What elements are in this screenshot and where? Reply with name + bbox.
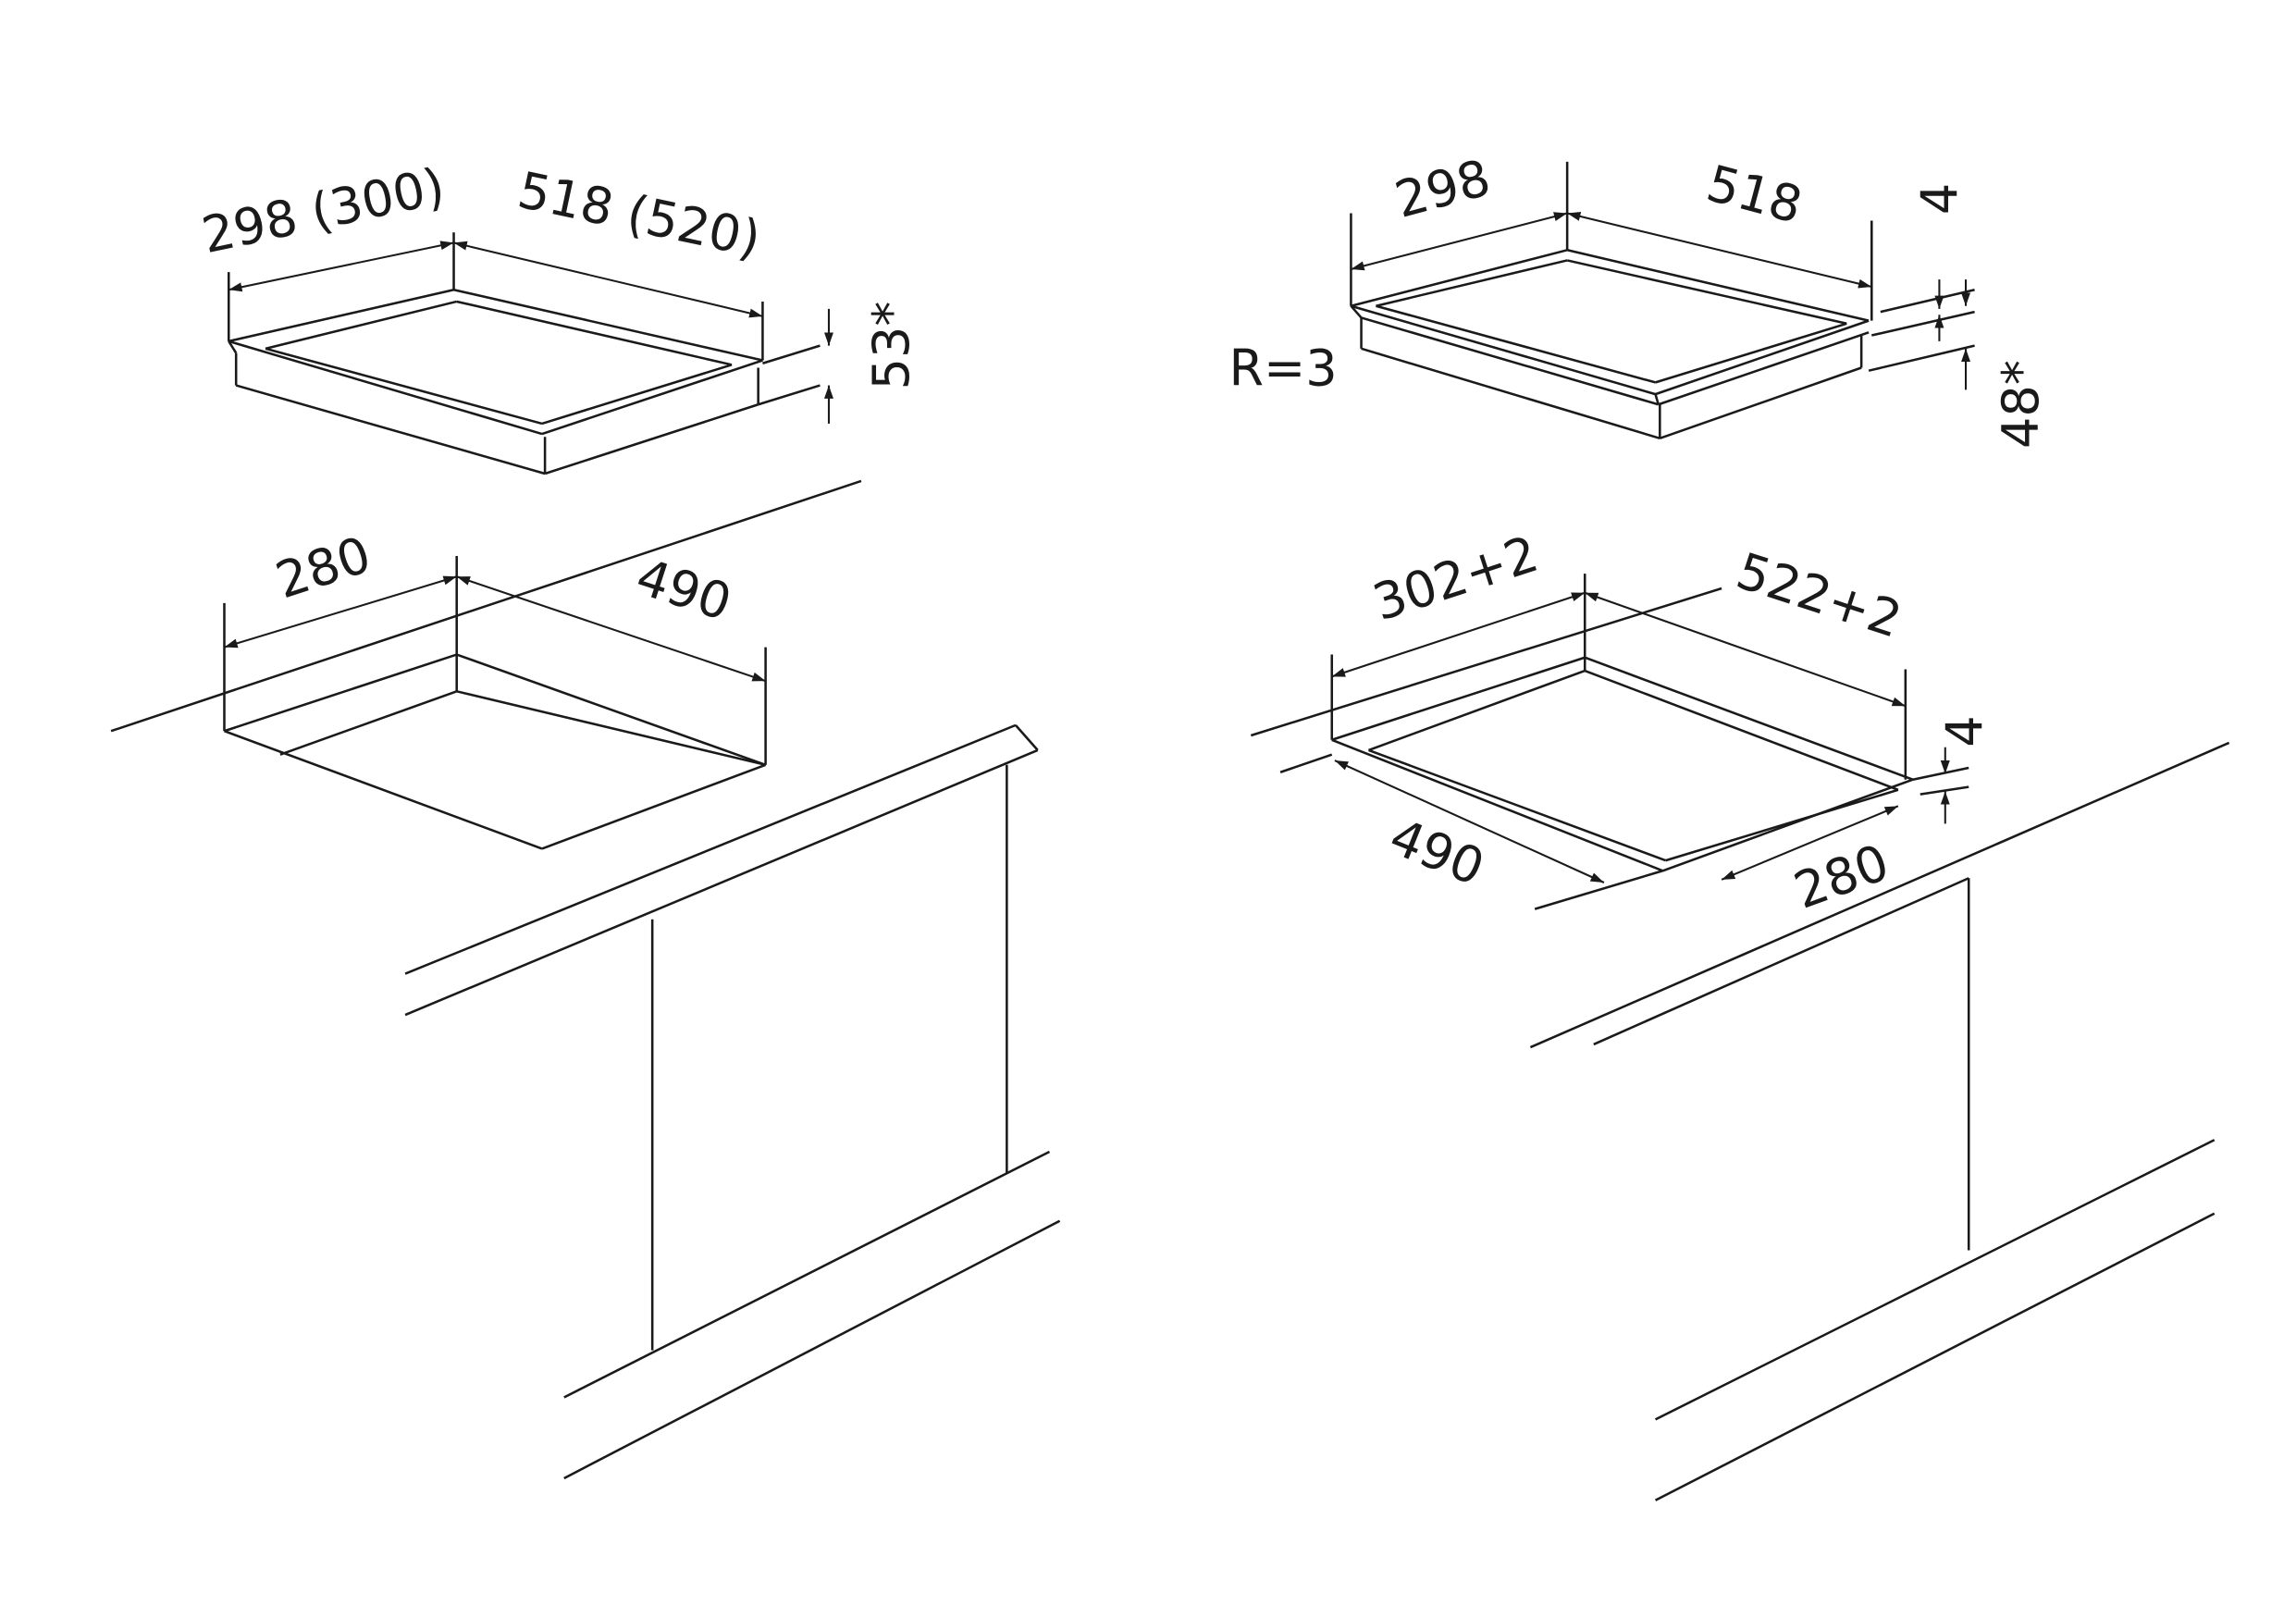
extension-line (1870, 310, 1975, 337)
label-left-hob-width: 298 (300) (197, 156, 450, 265)
label-right-body-height: 48* (1992, 360, 2050, 449)
hob-frame (1655, 319, 1870, 396)
cutout-depth (456, 690, 766, 767)
hob-frame-edge (1350, 304, 1363, 319)
hob-glass (1376, 304, 1656, 384)
extension-line (758, 384, 821, 406)
label-left-cutout-depth: 490 (629, 548, 738, 633)
dimension-arrow (456, 575, 766, 683)
hob-frame (1566, 249, 1870, 322)
extension-line (762, 344, 821, 364)
extension-line (1534, 870, 1663, 910)
label-right-cutout-depth: 522+2 (1730, 541, 1908, 648)
extension-line (1279, 753, 1333, 773)
label-right-frame-thickness: 4 (1911, 183, 1969, 215)
cutout-rebate (1368, 669, 1586, 752)
cabinet-line (404, 723, 1017, 975)
hob-top-outline (228, 288, 454, 343)
label-right-corner-radius: R=3 (1228, 340, 1337, 398)
cutout-outline (541, 763, 767, 850)
dimension-arrow (224, 575, 458, 648)
extension-line (1868, 344, 1975, 372)
cabinet-line (1654, 1212, 2216, 1501)
dimension-arrow (453, 241, 763, 318)
hob-top-outline (453, 288, 763, 362)
hob-frame (1351, 304, 1656, 396)
cutout-outline (456, 653, 767, 766)
label-right-hob-depth: 518 (1701, 154, 1808, 235)
cutout-outline (1331, 738, 1663, 872)
cabinet-line (563, 1219, 1061, 1480)
cutout-outline (224, 653, 458, 733)
dimension-arrow (1351, 212, 1568, 271)
hob-top-outline (228, 340, 543, 436)
hob-glass (265, 347, 543, 426)
cutout-depth (279, 690, 458, 756)
dimension-arrow (1334, 760, 1605, 883)
label-left-hob-depth: 518 (520) (513, 161, 766, 269)
cutout-outline (1584, 656, 1914, 781)
cabinet-line (1529, 741, 2230, 1049)
drawing-lines (110, 161, 2230, 1501)
hob-body (235, 384, 546, 476)
hob-glass (541, 364, 733, 426)
hob-frame (1351, 249, 1568, 307)
cabinet-line (1654, 1139, 2216, 1421)
cutout-outline (224, 730, 543, 850)
extension-line (1880, 288, 1975, 314)
cutout-rebate (1584, 669, 1899, 792)
hob-glass (265, 300, 458, 351)
label-left-cutout-width: 280 (269, 525, 378, 611)
hob-frame-edge (1658, 331, 1870, 406)
label-right-hob-width: 298 (1389, 148, 1497, 229)
extension-line (1920, 785, 1969, 796)
extension-line (1912, 766, 1969, 781)
cabinet-line (1593, 877, 1969, 1046)
label-right-rebate-height: 4 (1936, 715, 1994, 747)
hob-body (228, 340, 238, 354)
dimension-arrow (1584, 591, 1907, 708)
dimension-arrow (1566, 212, 1872, 289)
hob-body (1361, 347, 1660, 440)
dimension-arrow (1721, 805, 1899, 881)
label-right-rebate-depth: 490 (1382, 808, 1492, 897)
dimension-arrow (228, 241, 454, 292)
hob-glass (456, 300, 733, 366)
hob-frame-edge (1361, 316, 1660, 406)
cabinet-line (563, 1150, 1051, 1399)
hob-top-outline (541, 359, 763, 436)
cabinet-line (1014, 724, 1039, 751)
cabinet-line (404, 748, 1039, 1017)
hob-glass (1376, 259, 1568, 307)
dimension-arrow (1331, 591, 1586, 678)
label-left-hob-height: 53* (862, 302, 920, 390)
hob-body (544, 403, 759, 476)
hob-frame-edge (1654, 393, 1660, 405)
hob-body (1659, 366, 1862, 440)
label-right-cutout-width: 302+2 (1366, 525, 1545, 632)
hob-glass (1655, 322, 1847, 384)
worktop-edge (1250, 587, 1722, 737)
